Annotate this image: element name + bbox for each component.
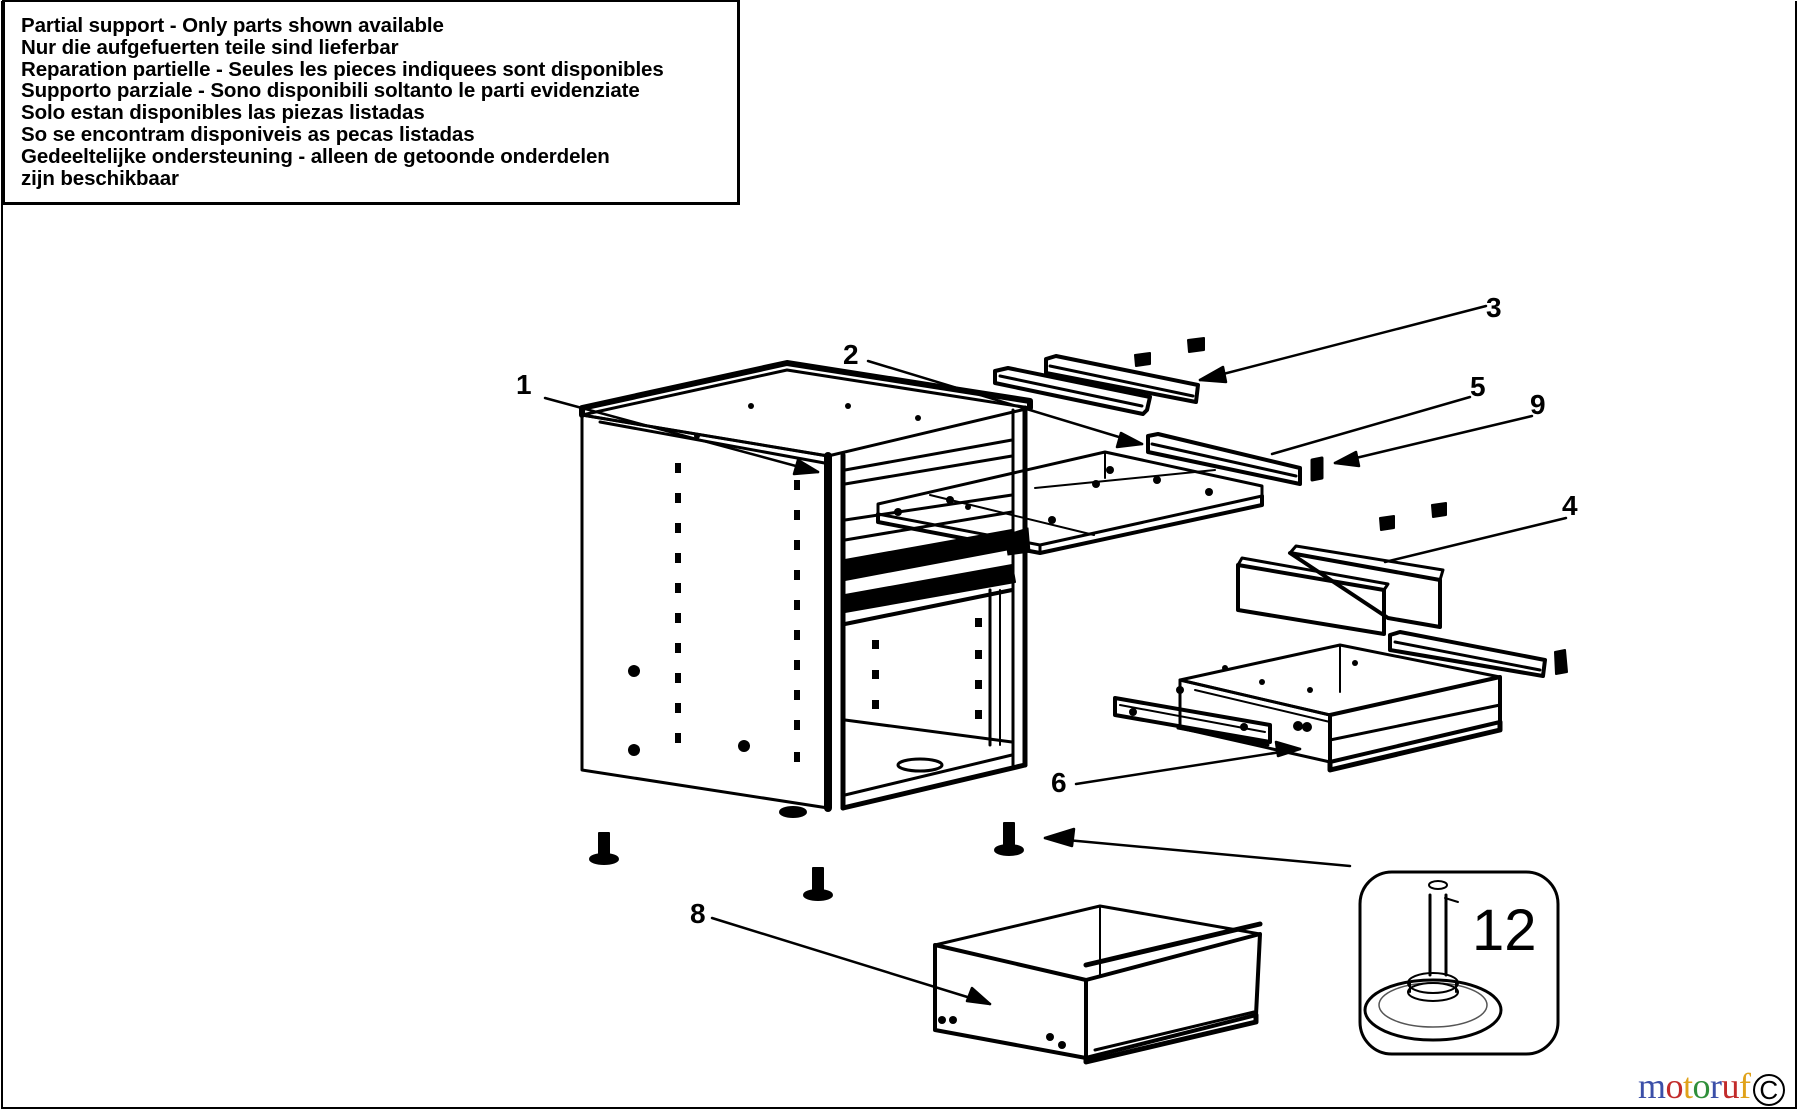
drawer-6	[1113, 630, 1568, 773]
callout-9: 9	[1530, 389, 1546, 420]
logo-letter: r	[1710, 1066, 1722, 1106]
logo-letter: f	[1739, 1066, 1751, 1106]
part-12-inset	[1358, 870, 1560, 1056]
notice-line-nl: Gedeeltelijke ondersteuning - alleen de …	[21, 144, 610, 168]
logo-letter: m	[1638, 1066, 1666, 1106]
notice-line-nl-2: zijn beschikbaar	[21, 166, 179, 190]
notice-line-de: Nur die aufgefuerten teile sind lieferba…	[21, 35, 399, 59]
slide-rail-set-3	[993, 337, 1205, 416]
callout-6: 6	[1051, 767, 1067, 798]
leader-lines	[543, 304, 1568, 1006]
callout-2: 2	[843, 339, 859, 370]
callout-8: 8	[690, 898, 706, 929]
callout-3: 3	[1486, 292, 1502, 323]
drawer-8	[933, 904, 1263, 1065]
notice-line-it: Supporto parziale - Sono disponibili sol…	[21, 79, 640, 103]
callout-4: 4	[1562, 490, 1578, 521]
logo-letter: u	[1721, 1066, 1740, 1106]
notice-line-es: Solo estan disponibles las piezas listad…	[21, 101, 425, 125]
partial-support-notice: Partial support - Only parts shown avail…	[2, 0, 740, 205]
notice-line-fr: Reparation partielle - Seules les pieces…	[21, 57, 664, 81]
callout-1: 1	[516, 369, 532, 400]
slide-rail-set-4	[1236, 502, 1447, 636]
notice-line-pt: So se encontram disponiveis as pecas lis…	[21, 122, 475, 146]
leveling-feet	[589, 757, 1024, 901]
cabinet-holes	[628, 403, 982, 762]
logo-letter: o	[1692, 1066, 1711, 1106]
callout-5: 5	[1470, 371, 1486, 402]
callout-12: 12	[1472, 898, 1537, 963]
cabinet-body	[579, 360, 1033, 812]
notice-line-en: Partial support - Only parts shown avail…	[21, 14, 444, 37]
logo-letter: o	[1665, 1066, 1684, 1106]
logo-letter: t	[1683, 1066, 1693, 1106]
slide-rail-5	[1146, 432, 1323, 486]
drawer-slide-frame	[843, 438, 1264, 556]
logo-badge: C	[1752, 1073, 1785, 1106]
